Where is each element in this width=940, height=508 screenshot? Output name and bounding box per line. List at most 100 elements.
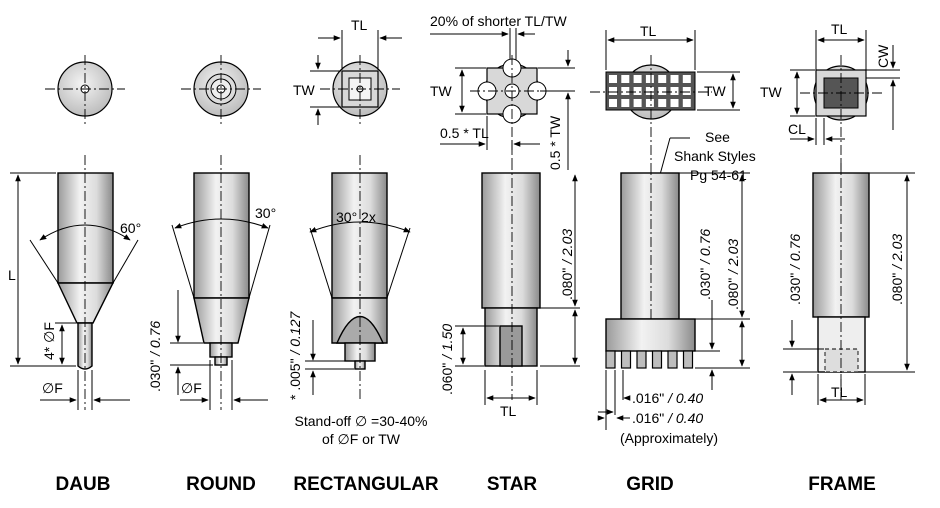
grid-cell — [658, 87, 667, 95]
grid-cell — [670, 75, 679, 83]
frame-column: TL TW CW CL .030" / 0 — [760, 21, 915, 495]
grid-cell — [645, 87, 654, 95]
frame-top-view — [800, 55, 882, 400]
grid-tooth — [605, 350, 616, 369]
grid-dim-b-label: .080" / 2.03 — [725, 239, 741, 310]
frame-tw-label: TW — [760, 84, 783, 100]
grid-tooth — [667, 350, 678, 369]
grid-cell — [633, 99, 642, 107]
frame-side-dimensions — [783, 172, 915, 405]
daub-angle-label: 60° — [120, 220, 141, 236]
grid-pitch1-inch: .016" — [632, 390, 664, 406]
grid-pitch1-mm: / 0.40 — [664, 390, 703, 406]
star-top-dimensions — [440, 50, 575, 170]
grid-cell — [633, 87, 642, 95]
rectangular-side-view — [331, 155, 388, 400]
frame-dim-a-inch: .030" — [787, 273, 803, 305]
star-top-note: 20% of shorter TL/TW — [430, 13, 567, 29]
rectangular-tl-label: TL — [351, 17, 368, 33]
grid-cell — [682, 75, 691, 83]
rectangular-standoff-inch: * .005" — [287, 358, 303, 400]
round-angle-label: 30° — [255, 205, 276, 221]
star-tw-label: TW — [430, 83, 453, 99]
grid-cell — [621, 99, 630, 107]
daub-tip-length-label: 4* ∅F — [41, 322, 57, 360]
grid-tw-label: TW — [704, 83, 727, 99]
round-height-inch: .030" — [147, 360, 163, 392]
rectangular-tw-label: TW — [293, 82, 316, 98]
grid-cell — [682, 99, 691, 107]
rectangular-note-line2: of ∅F or TW — [322, 431, 401, 447]
star-dim-a-inch: .080" — [559, 268, 575, 300]
round-column: 30° .030" / 0.76 ∅F ROUND — [147, 55, 276, 495]
frame-cw-label: CW — [875, 44, 891, 68]
star-dim-b-inch: .060" — [439, 363, 455, 395]
daub-diameter-label: ∅F — [42, 380, 63, 396]
grid-tooth — [651, 350, 663, 369]
frame-dim-b-mm: / 2.03 — [889, 234, 905, 273]
grid-see-line2: Shank Styles — [674, 148, 756, 164]
rectangular-dimensions-side — [305, 221, 411, 395]
daub-top-view — [45, 55, 125, 125]
frame-cl-label: CL — [788, 121, 806, 137]
rectangular-angle-label: 30° 2x — [336, 209, 376, 225]
rectangular-standoff-mm: / 0.127 — [287, 311, 303, 359]
rectangular-title: RECTANGULAR — [293, 474, 439, 495]
star-column: 20% of shorter TL/TW — [430, 13, 580, 495]
star-tl-label: TL — [500, 403, 517, 419]
rectangular-standoff-label: * .005" / 0.127 — [287, 311, 303, 400]
grid-cell — [670, 99, 679, 107]
rectangular-top-view — [320, 55, 400, 125]
grid-cell — [621, 75, 630, 83]
grid-top-view — [590, 55, 712, 165]
star-dim-b-mm: / 1.50 — [439, 324, 455, 363]
frame-dim-b-inch: .080" — [889, 273, 905, 305]
star-dim-a-mm: / 2.03 — [559, 229, 575, 268]
star-dim-b-label: .060" / 1.50 — [439, 324, 455, 395]
grid-tl-label: TL — [640, 23, 657, 39]
grid-cell — [658, 99, 667, 107]
daub-title: DAUB — [56, 474, 111, 495]
grid-title: GRID — [626, 474, 674, 495]
grid-cell — [633, 75, 642, 83]
grid-top-dimensions — [605, 30, 740, 111]
frame-tl-bottom-label: TL — [831, 384, 848, 400]
grid-tooth — [636, 350, 647, 369]
round-top-view — [181, 55, 261, 125]
grid-pitch2-inch: .016" — [632, 410, 664, 426]
grid-dim-b-mm: / 2.03 — [725, 239, 741, 278]
star-half-tw-label: 0.5 * TW — [547, 115, 563, 170]
round-side-view — [193, 155, 250, 410]
grid-cell — [658, 75, 667, 83]
grid-dim-a-mm: / 0.76 — [697, 229, 713, 268]
grid-cell — [609, 87, 617, 95]
grid-teeth — [605, 350, 694, 369]
frame-side-view — [812, 160, 870, 400]
round-height-mm: / 0.76 — [147, 321, 163, 360]
grid-tooth — [682, 350, 694, 369]
round-diameter-label: ∅F — [181, 380, 202, 396]
star-top-view — [470, 55, 555, 160]
star-dim-a-label: .080" / 2.03 — [559, 229, 575, 300]
grid-approx-label: (Approximately) — [620, 430, 718, 446]
grid-dim-a-inch: .030" — [697, 268, 713, 300]
daub-column: 60° L 4* ∅F ∅F DAUB — [8, 55, 141, 495]
round-height-label: .030" / 0.76 — [147, 321, 163, 392]
grid-cell — [670, 87, 679, 95]
grid-side-dimensions — [597, 172, 750, 430]
grid-pitch2-mm: / 0.40 — [664, 410, 703, 426]
star-side-dimensions — [455, 174, 580, 405]
frame-title: FRAME — [808, 474, 876, 495]
grid-pitch1-label: .016" / 0.40 — [632, 390, 703, 406]
daub-length-label: L — [8, 267, 16, 283]
daub-dimensions — [10, 172, 139, 410]
star-side-view — [481, 160, 541, 400]
round-title: ROUND — [186, 474, 256, 495]
grid-cell — [609, 99, 617, 107]
grid-cell — [645, 99, 654, 107]
rectangular-column: TL TW 30° 2x * .005" / 0.127 Stand-off ∅… — [287, 17, 439, 495]
grid-cell — [682, 87, 691, 95]
star-title: STAR — [487, 474, 538, 495]
frame-top-dimensions — [790, 30, 900, 145]
